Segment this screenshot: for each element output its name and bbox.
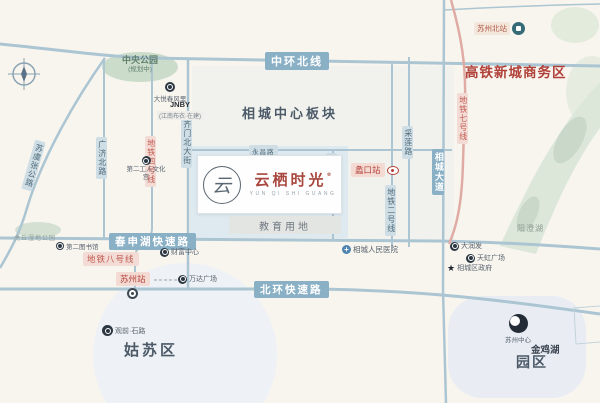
poi-rainbow-plaza: 天虹广场 — [466, 253, 505, 263]
gusu-district-blob — [93, 263, 277, 403]
jnby-note: (江南布衣·在建) — [157, 110, 203, 120]
region-hsr-cbd: 高铁新城商务区 — [465, 65, 567, 80]
trademark-mark: ® — [326, 171, 332, 178]
poi-second-library: 第二图书馆 — [56, 241, 99, 251]
poi-suzhou-center: 苏州中心 — [492, 314, 544, 344]
poi-rt-mart: 大润发 — [450, 241, 482, 251]
project-logo-glyph: 云 — [212, 175, 232, 197]
project-card: 云 云栖时光® YUN QI SHI GUANG — [197, 155, 342, 214]
metro-logo-icon — [386, 165, 399, 175]
mall-icon — [165, 82, 175, 92]
poi-suzhou-north-station: 苏州北站 — [474, 22, 525, 35]
yuanqu-district-blob — [448, 296, 586, 398]
poi-wanda-plaza: 万达广场 — [178, 274, 217, 284]
central-park-name: 中央公园 — [121, 55, 158, 65]
rt-mart-label: 大润发 — [461, 243, 482, 250]
lake-patch-2 — [516, 196, 540, 232]
road-label-yongchang-road: 永昌路 — [249, 145, 278, 157]
district-government-label: 相城区政府 — [457, 265, 493, 272]
people-hospital-label: 相城人民医院 — [353, 245, 398, 254]
poi-district-government: ★ 相城区政府 — [447, 263, 492, 273]
project-name-box: 云栖时光® YUN QI SHI GUANG — [249, 170, 337, 197]
project-name-text: 云栖时光 — [254, 170, 327, 189]
compass-icon — [8, 58, 40, 90]
region-gusu: 姑苏区 — [124, 342, 179, 359]
railway-station-icon — [127, 288, 138, 299]
star-icon: ★ — [447, 262, 456, 273]
wetland-hill — [15, 222, 61, 238]
likou-station-label: 蠡口站 — [351, 163, 385, 177]
project-logo-icon: 云 — [202, 165, 241, 204]
suzhou-station-badge: 苏州站 — [116, 272, 150, 286]
road-label-zhonghuan-north: 中环北线 — [265, 52, 329, 70]
suzhou-center-logo-icon — [508, 314, 528, 333]
fortune-center-label: 财富中心 — [171, 249, 199, 256]
suzhou-center-label: 苏州中心 — [505, 337, 531, 344]
suzhou-north-station-label: 苏州北站 — [474, 22, 510, 35]
road-label-xiangcheng-avenue: 相城大道 — [432, 149, 444, 195]
land-use-note: 教育用地 — [229, 216, 341, 234]
label-central-park: 中央公园 (规划中) — [103, 55, 177, 74]
hospital-cross-icon — [342, 245, 351, 254]
road-label-guangji-north-road: 广济北路 — [96, 137, 107, 179]
yangcheng-lake-band — [500, 82, 600, 254]
poi-dayue-chunfengli: 大悦春风里 — [146, 82, 194, 103]
culture-palace-icon — [141, 156, 151, 165]
fortune-center-icon — [160, 247, 169, 257]
road-label-chunshenhu-expwy: 春申湖快速路 — [109, 233, 196, 250]
green-blob-topright — [551, 7, 599, 43]
poi-jnby: JNBY (江南布衣·在建) — [154, 101, 206, 120]
project-name: 云栖时光® — [254, 170, 332, 189]
workers-palace-label: 第二工人文化宫 — [126, 166, 166, 182]
second-library-label: 第二图书馆 — [66, 244, 99, 251]
poi-guanqian-shilu: 观前·石路 — [102, 325, 145, 336]
road-label-beihuan-expwy: 北环快速路 — [254, 281, 329, 298]
label-wetland-park: 虎丘湿地公园 — [14, 236, 57, 242]
metro-label-line7: 地铁七号线 — [457, 93, 468, 144]
likou-station-badge: 蠡口站 — [351, 163, 399, 177]
rainbow-plaza-label: 天虹广场 — [477, 255, 505, 262]
road-label-cailian-road: 采莲路 — [402, 126, 413, 159]
wanda-plaza-label: 万达广场 — [189, 276, 217, 283]
poi-workers-palace: 第二工人文化宫 — [124, 156, 168, 182]
region-xiangcheng-center: 相城中心板块 — [242, 106, 339, 121]
poi-people-hospital: 相城人民医院 — [342, 244, 398, 255]
metro-label-line8: 地铁八号线 — [83, 252, 139, 266]
project-name-en: YUN QI SHI GUANG — [249, 190, 337, 197]
jnby-logo-text: JNBY — [169, 100, 190, 109]
label-jinji-lake: 金鸡湖 — [531, 345, 560, 356]
train-icon — [512, 22, 525, 35]
road-label-qimen-north-street: 齐门北大街 — [181, 117, 192, 168]
region-yuanqu: 园区 — [516, 354, 548, 370]
central-park-note: (规划中) — [128, 65, 152, 73]
shopping-street-icon — [102, 325, 113, 336]
guanqian-shilu-label: 观前·石路 — [115, 327, 146, 335]
label-yangcheng-lake: 阳澄湖 — [517, 224, 544, 233]
suzhou-station-label: 苏州站 — [116, 272, 150, 286]
dayue-chunfengli-label: 大悦春风里 — [153, 96, 187, 103]
rt-mart-icon — [450, 241, 459, 251]
library-icon — [56, 242, 64, 250]
lake-patch-1 — [553, 116, 587, 164]
poi-fortune-center: 财富中心 — [160, 247, 199, 257]
rainbow-plaza-icon — [466, 253, 475, 263]
wanda-icon — [178, 274, 187, 284]
metro-label-line2: 地铁二号线 — [385, 185, 396, 236]
